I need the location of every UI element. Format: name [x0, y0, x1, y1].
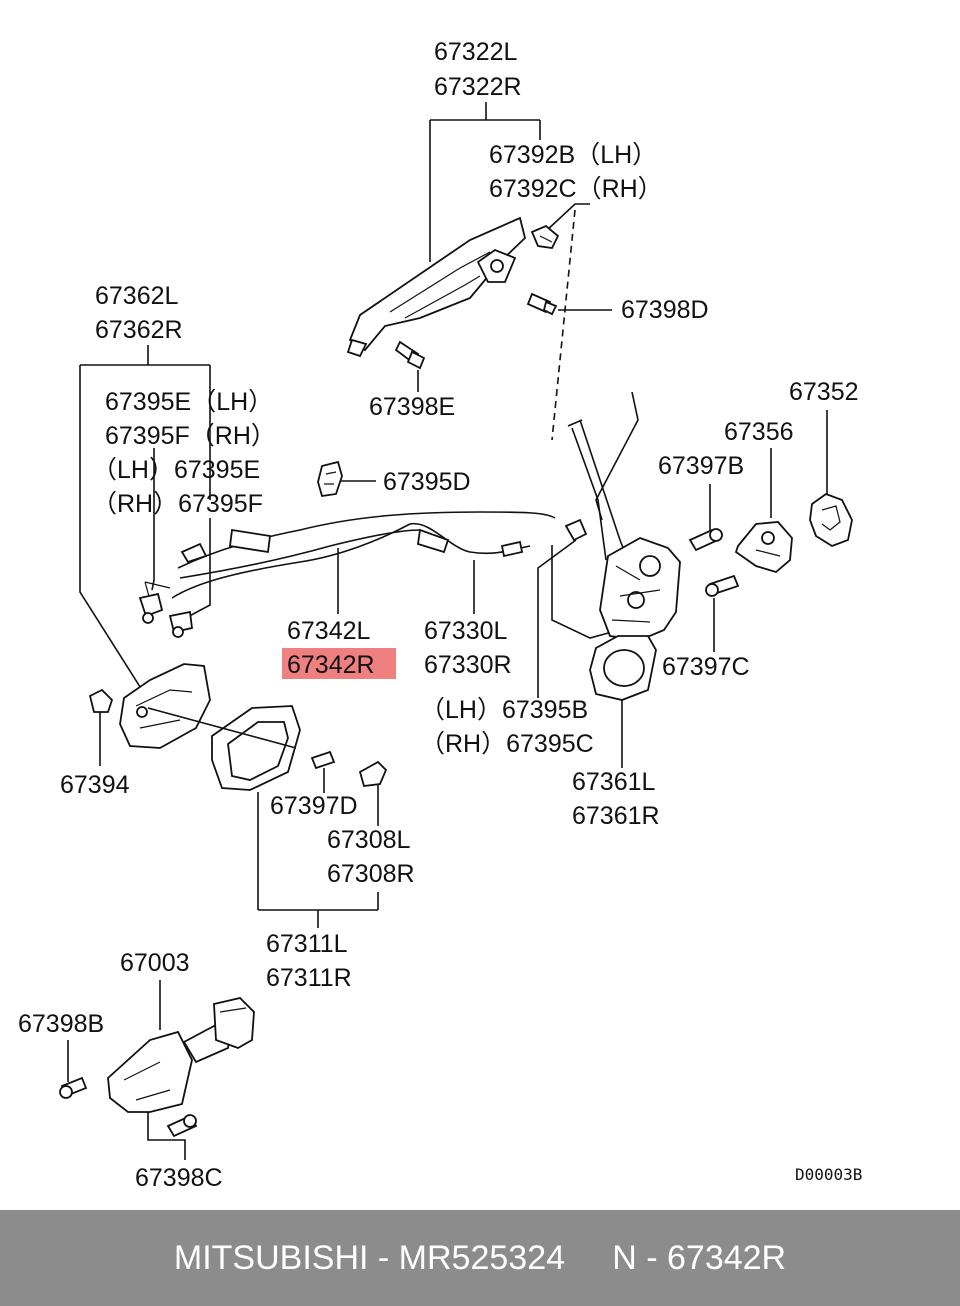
- label-67352: 67352: [789, 378, 859, 406]
- label-67397B: 67397B: [658, 452, 744, 480]
- label-67395EF: 67395E（LH） 67395F（RH）: [105, 388, 276, 450]
- screw-67398D: [526, 292, 558, 316]
- label-67342: 67342L 67342R: [287, 617, 375, 679]
- highlight-box: [282, 648, 396, 679]
- label-67308R: 67308R: [327, 860, 415, 888]
- door-check: [107, 997, 255, 1113]
- cables: [171, 511, 556, 599]
- label-67308L: 67308L: [327, 826, 411, 854]
- leader-lines: [67, 102, 828, 1160]
- label-67362L: 67362L: [95, 282, 179, 310]
- grommet-67394: [88, 688, 114, 713]
- label-67342R: 67342R: [287, 651, 375, 679]
- label-67395D: 67395D: [383, 468, 471, 496]
- label-67398E: 67398E: [369, 393, 455, 421]
- label-67330: 67330L 67330R: [424, 617, 512, 679]
- label-67330L: 67330L: [424, 617, 508, 645]
- label-67311L: 67311L: [266, 930, 348, 958]
- label-67394: 67394: [60, 771, 130, 799]
- label-67322L: 67322L: [434, 38, 518, 66]
- clips-67395EF: [138, 592, 193, 638]
- footer-part-info: MITSUBISHI - MR525324 N - 67342R: [173, 1239, 787, 1277]
- label-67361R: 67361R: [572, 802, 660, 830]
- cover-67308: [358, 760, 388, 787]
- label-67398D: 67398D: [621, 296, 709, 324]
- label-67356: 67356: [724, 418, 794, 446]
- drawing-code: D00003B: [795, 1165, 862, 1184]
- label-67311R: 67311R: [266, 964, 352, 992]
- bracket-67356: [734, 521, 793, 574]
- label-67395EF-2: （LH）67395E （RH）67395F: [92, 456, 263, 518]
- label-67311: 67311L 67311R: [266, 930, 352, 992]
- label-67322: 67322L 67322R: [434, 38, 522, 101]
- label-67330R: 67330R: [424, 651, 512, 679]
- label-67361: 67361L 67361R: [572, 768, 660, 830]
- label-67395F-rh: 67395F（RH）: [105, 422, 276, 450]
- outer-door-handle: [346, 216, 526, 358]
- label-lh-67395E: （LH）67395E: [92, 456, 260, 484]
- label-67308: 67308L 67308R: [327, 826, 415, 888]
- parts-diagram: 67322L 67322R 67392B（LH） 67392C（RH） 6739…: [18, 38, 862, 1192]
- label-67342L: 67342L: [287, 617, 371, 645]
- label-rh-67395F: （RH）67395F: [92, 490, 263, 518]
- label-67362: 67362L 67362R: [95, 282, 183, 344]
- label-67397C: 67397C: [662, 653, 750, 681]
- clip-67392: [530, 224, 560, 249]
- label-67392C: 67392C（RH）: [489, 175, 663, 203]
- label-67397D: 67397D: [270, 792, 358, 820]
- label-67398B: 67398B: [18, 1010, 104, 1038]
- label-67392: 67392B（LH） 67392C（RH）: [489, 141, 663, 203]
- label-67398C: 67398C: [135, 1164, 223, 1192]
- door-latch: [564, 391, 681, 701]
- label-67361L: 67361L: [572, 768, 656, 796]
- label-67362R: 67362R: [95, 316, 183, 344]
- grommet-67352: [809, 492, 853, 547]
- label-67395BC: （LH）67395B （RH）67395C: [420, 696, 594, 758]
- label-67392B: 67392B（LH）: [489, 141, 657, 169]
- screw-67397D: [310, 750, 336, 770]
- screw-67398E: [394, 340, 426, 370]
- label-67003: 67003: [120, 949, 190, 977]
- label-67395C: （RH）67395C: [420, 730, 594, 758]
- label-67322R: 67322R: [434, 73, 522, 101]
- screw-67398B: [59, 1076, 88, 1099]
- inner-door-handle: [119, 663, 301, 791]
- label-67395E-lh: 67395E（LH）: [105, 388, 273, 416]
- screw-67397C: [705, 574, 740, 597]
- footer-bar: MITSUBISHI - MR525324 N - 67342R: [0, 1210, 960, 1306]
- label-67395B: （LH）67395B: [420, 696, 588, 724]
- screw-67397B: [688, 528, 723, 552]
- screw-67398C: [166, 1114, 198, 1138]
- clip-67395D: [317, 460, 343, 498]
